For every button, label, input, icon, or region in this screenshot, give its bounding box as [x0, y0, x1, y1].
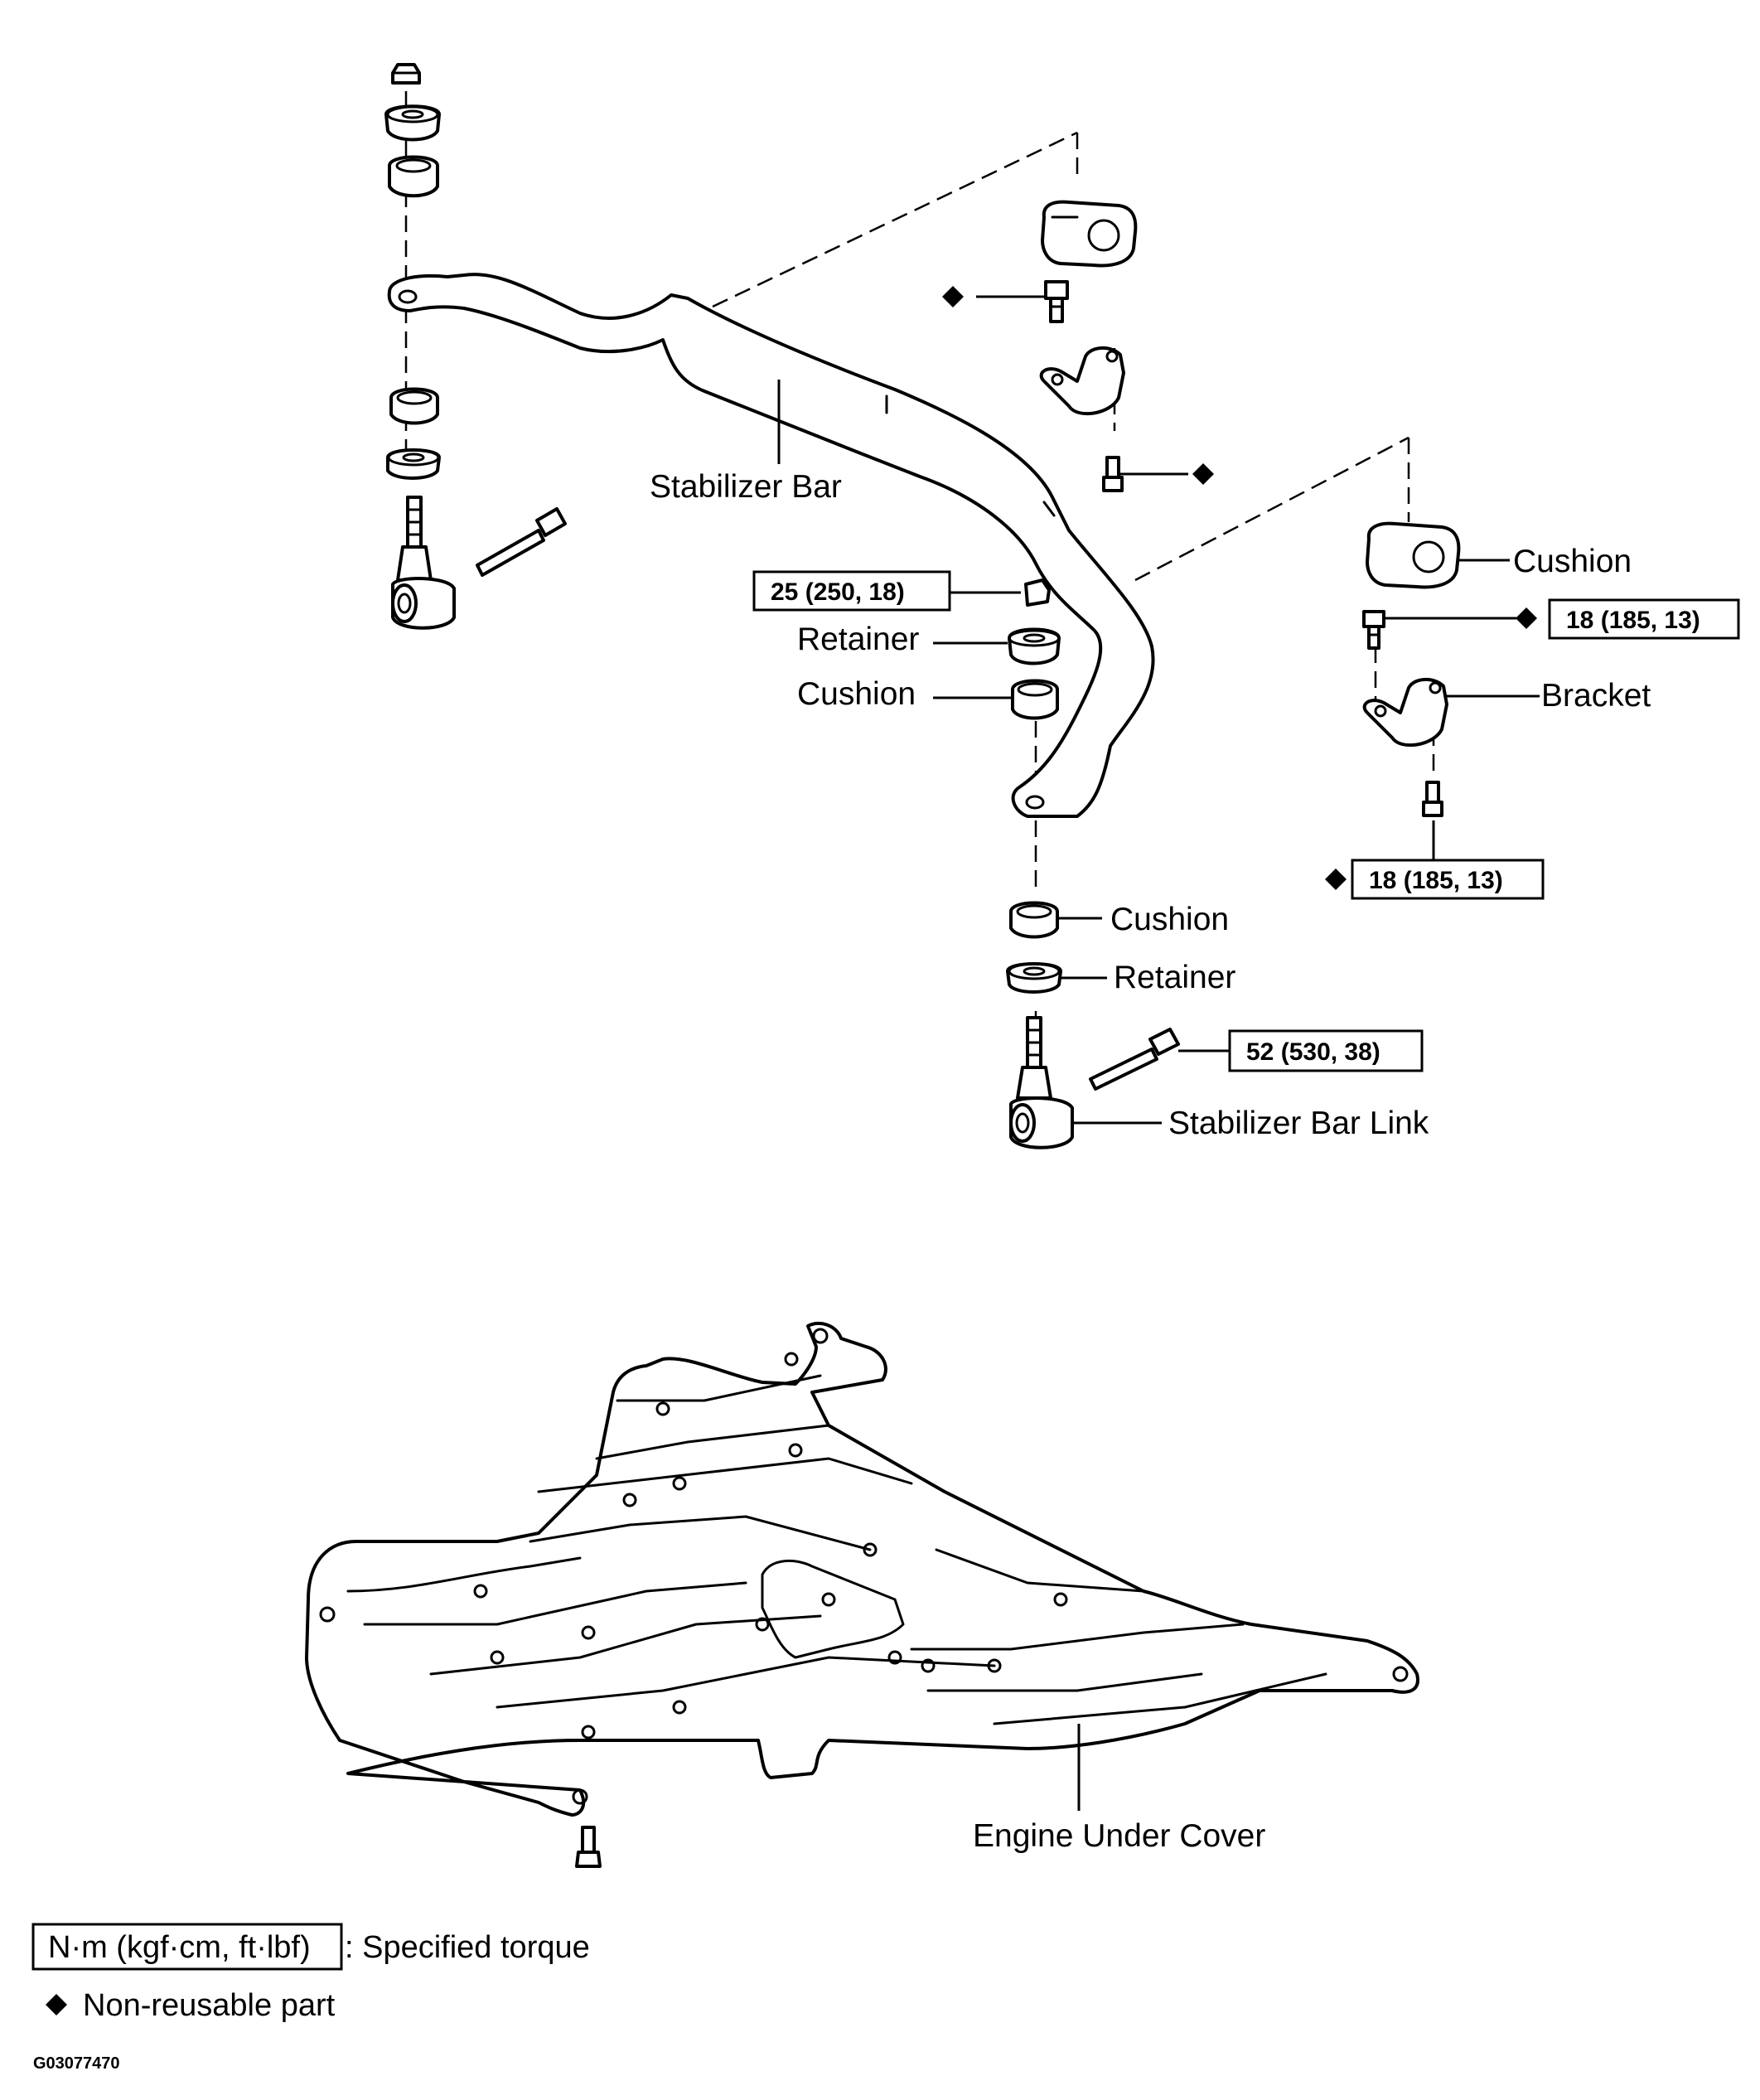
stabilizer-bar — [387, 273, 1155, 818]
label-engine-under-cover: Engine Under Cover — [973, 1818, 1265, 1854]
right-bracket-assembly — [1362, 521, 1461, 817]
legend: N·m (kgf·cm, ft·lbf) : Specified torque … — [31, 1923, 590, 2073]
label-stabilizer-bar-link: Stabilizer Bar Link — [1168, 1106, 1429, 1141]
torque-bracket-upper: 18 (185, 13) — [1548, 598, 1740, 640]
label-cushion-bracket: Cushion — [1513, 544, 1632, 579]
label-retainer-upper: Retainer — [797, 622, 919, 657]
diamond-icon — [942, 286, 964, 307]
svg-text:18 (185, 13): 18 (185, 13) — [1369, 867, 1503, 894]
diamond-icon — [1325, 869, 1347, 890]
label-cushion-upper: Cushion — [797, 676, 916, 712]
svg-text:18 (185, 13): 18 (185, 13) — [1566, 607, 1700, 634]
figure-id: G03077470 — [33, 2054, 120, 2073]
diamond-icon — [1192, 463, 1214, 485]
label-cushion-lower: Cushion — [1110, 902, 1229, 937]
torque-link-nut: 25 (250, 18) — [752, 570, 951, 612]
svg-text:52 (530, 38): 52 (530, 38) — [1246, 1038, 1380, 1066]
leader-lines — [933, 295, 1540, 1125]
torque-link-bolt: 52 (530, 38) — [1228, 1029, 1424, 1072]
nonreusable-markers — [942, 286, 1537, 890]
torque-bracket-lower: 18 (185, 13) — [1351, 859, 1545, 900]
upper-bracket-assembly — [1039, 200, 1138, 492]
engine-under-cover — [305, 1321, 1419, 1868]
alignment-lines — [404, 91, 1435, 1028]
diamond-icon — [1516, 607, 1537, 629]
svg-text:25 (250, 18): 25 (250, 18) — [771, 578, 905, 606]
legend-unit-desc: : Specified torque — [345, 1930, 590, 1965]
legend-unit-box: N·m (kgf·cm, ft·lbf) — [48, 1930, 311, 1965]
right-link-assembly — [1006, 578, 1180, 1149]
left-link-assembly — [384, 63, 567, 630]
diamond-icon — [46, 1994, 67, 2015]
label-stabilizer-bar: Stabilizer Bar — [650, 469, 842, 505]
legend-nonreusable: Non-reusable part — [83, 1988, 336, 2023]
label-bracket: Bracket — [1541, 678, 1651, 714]
label-retainer-lower: Retainer — [1114, 960, 1235, 995]
